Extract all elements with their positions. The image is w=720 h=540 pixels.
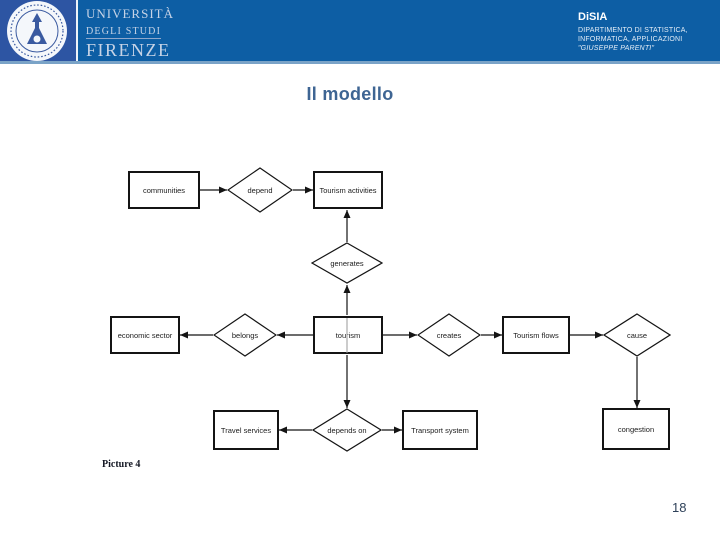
slide-title: Il modello	[306, 84, 394, 104]
figure-caption: Picture 4	[102, 459, 141, 470]
department-block: DiSIA DIPARTIMENTO DI STATISTICA, INFORM…	[578, 11, 688, 53]
page-number: 18	[672, 500, 687, 515]
entity-label: tourism	[335, 330, 361, 340]
header-band: UNIVERSITÀ DEGLI STUDI FIRENZE DiSIA DIP…	[0, 0, 720, 61]
relation-belongs: belongs	[213, 313, 277, 357]
university-wordmark: UNIVERSITÀ DEGLI STUDI FIRENZE	[86, 7, 174, 60]
entity-label: congestion	[617, 424, 655, 434]
entity-tourism: tourism	[313, 316, 383, 354]
relation-label: generates	[330, 258, 364, 268]
entity-congestion: congestion	[602, 408, 670, 450]
entity-communities: communities	[128, 171, 200, 209]
relation-label: depend	[247, 185, 273, 195]
relation-label: belongs	[231, 330, 259, 340]
relation-cause: cause	[603, 313, 671, 357]
department-line3: "GIUSEPPE PARENTI"	[578, 45, 655, 52]
entity-label: Tourism activities	[319, 185, 377, 195]
relation-depend: depend	[227, 167, 293, 213]
department-line1: DIPARTIMENTO DI STATISTICA,	[578, 27, 688, 34]
entity-transport-system: Transport system	[402, 410, 478, 450]
university-name-line2: DEGLI STUDI	[86, 26, 162, 39]
entity-label: communities	[142, 185, 186, 195]
relation-creates: creates	[417, 313, 481, 357]
header-separator	[76, 0, 78, 61]
university-name-line1: UNIVERSITÀ	[86, 6, 174, 21]
relation-depends-on: depends on	[312, 408, 382, 452]
department-acronym: DiSIA	[578, 11, 608, 23]
university-name-line3: FIRENZE	[86, 40, 171, 60]
entity-label: Tourism flows	[513, 330, 559, 340]
entity-label: Travel services	[220, 425, 272, 435]
relation-label: cause	[626, 330, 647, 340]
entity-label: economic sector	[117, 330, 173, 340]
relation-generates: generates	[311, 242, 383, 284]
relation-label: creates	[436, 330, 462, 340]
entity-economic-sector: economic sector	[110, 316, 180, 354]
entity-tourism-activities: Tourism activities	[313, 171, 383, 209]
entity-travel-services: Travel services	[213, 410, 279, 450]
department-line2: INFORMATICA, APPLICAZIONI	[578, 36, 683, 43]
header-underline	[0, 61, 720, 64]
entity-tourism-flows: Tourism flows	[502, 316, 570, 354]
entity-label: Transport system	[411, 425, 469, 435]
relation-label: depends on	[327, 425, 367, 435]
university-seal-icon	[6, 0, 68, 62]
